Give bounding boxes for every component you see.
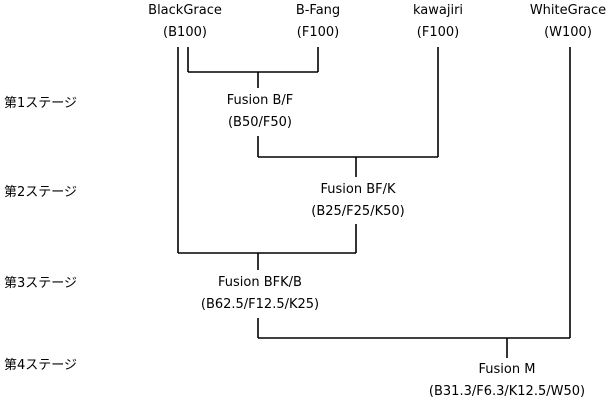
node-fusion-bfkb: Fusion BFK/B (B62.5/F12.5/K25) (201, 275, 319, 313)
node-whitegrace: WhiteGrace (W100) (530, 3, 606, 41)
stage-label-2: 第2ステージ (4, 185, 78, 200)
node-name: Fusion BFK/B (218, 275, 302, 290)
node-name: B-Fang (295, 3, 341, 18)
node-composition: (B100) (163, 25, 207, 40)
node-kawajiri: kawajiri (F100) (413, 3, 463, 41)
node-composition: (B50/F50) (227, 115, 292, 130)
node-name: kawajiri (412, 3, 464, 18)
node-composition: (B25/F25/K50) (311, 204, 405, 219)
node-name: WhiteGrace (529, 3, 607, 18)
stage-label-4: 第4ステージ (4, 358, 78, 373)
node-fusion-bf: Fusion B/F (B50/F50) (227, 93, 294, 131)
node-composition: (W100) (544, 25, 592, 40)
node-fusion-m: Fusion M (B31.3/F6.3/K12.5/W50) (429, 362, 585, 400)
node-blackgrace: BlackGrace (B100) (148, 3, 222, 41)
node-name: Fusion BF/K (320, 182, 396, 197)
node-composition: (B62.5/F12.5/K25) (200, 297, 320, 312)
node-name: Fusion B/F (226, 93, 294, 108)
node-composition: (F100) (416, 25, 460, 40)
node-name: BlackGrace (148, 3, 222, 18)
node-name: Fusion M (478, 362, 536, 377)
node-composition: (B31.3/F6.3/K12.5/W50) (428, 384, 586, 399)
stage-label-3: 第3ステージ (4, 276, 78, 291)
node-composition: (F100) (296, 25, 340, 40)
node-fusion-bfk: Fusion BF/K (B25/F25/K50) (311, 182, 404, 220)
stage-label-1: 第1ステージ (4, 96, 78, 111)
node-bfang: B-Fang (F100) (296, 3, 340, 41)
